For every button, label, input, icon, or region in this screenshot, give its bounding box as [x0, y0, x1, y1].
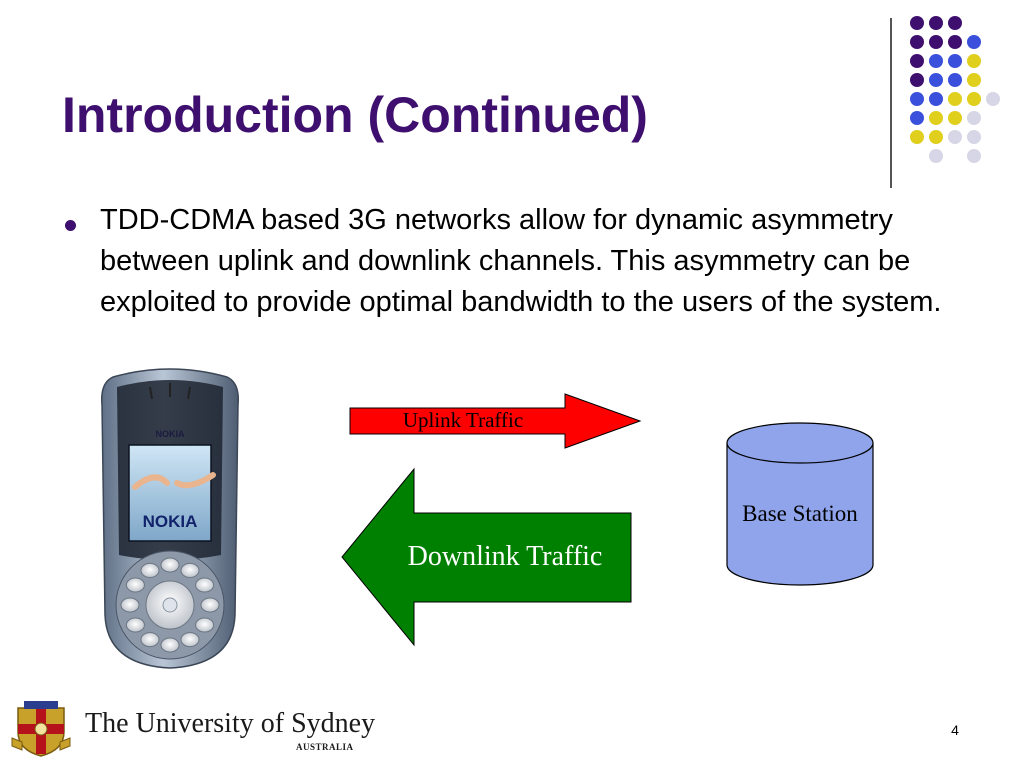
decorative-dot — [948, 111, 962, 125]
decorative-dot — [948, 35, 962, 49]
decorative-dot — [967, 54, 981, 68]
decorative-dot — [929, 130, 943, 144]
decorative-dot — [929, 35, 943, 49]
phone-key — [120, 597, 140, 613]
mobile-phone-icon: NOKIA NOKIA — [100, 368, 240, 669]
phone-key — [200, 597, 220, 613]
phone-key — [160, 637, 180, 653]
phone-key — [125, 617, 145, 633]
decorative-dot — [948, 130, 962, 144]
base-station-label: Base Station — [742, 501, 858, 526]
decorative-dot — [910, 16, 924, 30]
decorative-dot — [910, 35, 924, 49]
decorative-dot — [929, 149, 943, 163]
slide-title: Introduction (Continued) — [62, 87, 648, 143]
decorative-dot — [910, 111, 924, 125]
decorative-dot — [967, 92, 981, 106]
decorative-dot — [910, 92, 924, 106]
phone-brand-screen: NOKIA — [143, 512, 198, 531]
university-country: AUSTRALIA — [296, 742, 354, 752]
decorative-dot — [967, 73, 981, 87]
decorative-dot — [929, 111, 943, 125]
downlink-arrow — [341, 467, 632, 647]
decorative-dot — [967, 130, 981, 144]
phone-key — [180, 632, 200, 648]
uplink-label: Uplink Traffic — [402, 408, 524, 432]
base-station-cylinder — [726, 422, 874, 586]
decorative-dot — [910, 73, 924, 87]
decorative-divider — [890, 18, 892, 188]
decorative-dot — [929, 73, 943, 87]
downlink-label: Downlink Traffic — [407, 541, 603, 572]
phone-key — [140, 632, 160, 648]
decorative-dot — [948, 54, 962, 68]
decorative-dot — [986, 92, 1000, 106]
decorative-dot — [948, 16, 962, 30]
phone-key — [140, 562, 160, 578]
page-number: 4 — [951, 722, 959, 738]
university-crest-icon — [11, 701, 71, 757]
bullet-text: TDD-CDMA based 3G networks allow for dyn… — [100, 204, 942, 318]
phone-brand-top: NOKIA — [156, 429, 186, 439]
phone-key — [125, 577, 145, 593]
decorative-dot-grid — [910, 16, 1000, 163]
decorative-dot — [910, 54, 924, 68]
university-name: The University of Sydney — [85, 708, 376, 739]
decorative-dot — [948, 92, 962, 106]
phone-key — [180, 562, 200, 578]
decorative-dot — [929, 16, 943, 30]
decorative-dot — [948, 73, 962, 87]
decorative-dot — [967, 149, 981, 163]
phone-key — [195, 617, 215, 633]
decorative-dot — [929, 54, 943, 68]
decorative-dot — [910, 130, 924, 144]
decorative-dot — [967, 111, 981, 125]
phone-key — [160, 557, 180, 573]
uplink-arrow — [349, 393, 642, 449]
phone-key — [195, 577, 215, 593]
bullet-marker — [65, 220, 76, 231]
decorative-dot — [967, 35, 981, 49]
decorative-dot — [929, 92, 943, 106]
